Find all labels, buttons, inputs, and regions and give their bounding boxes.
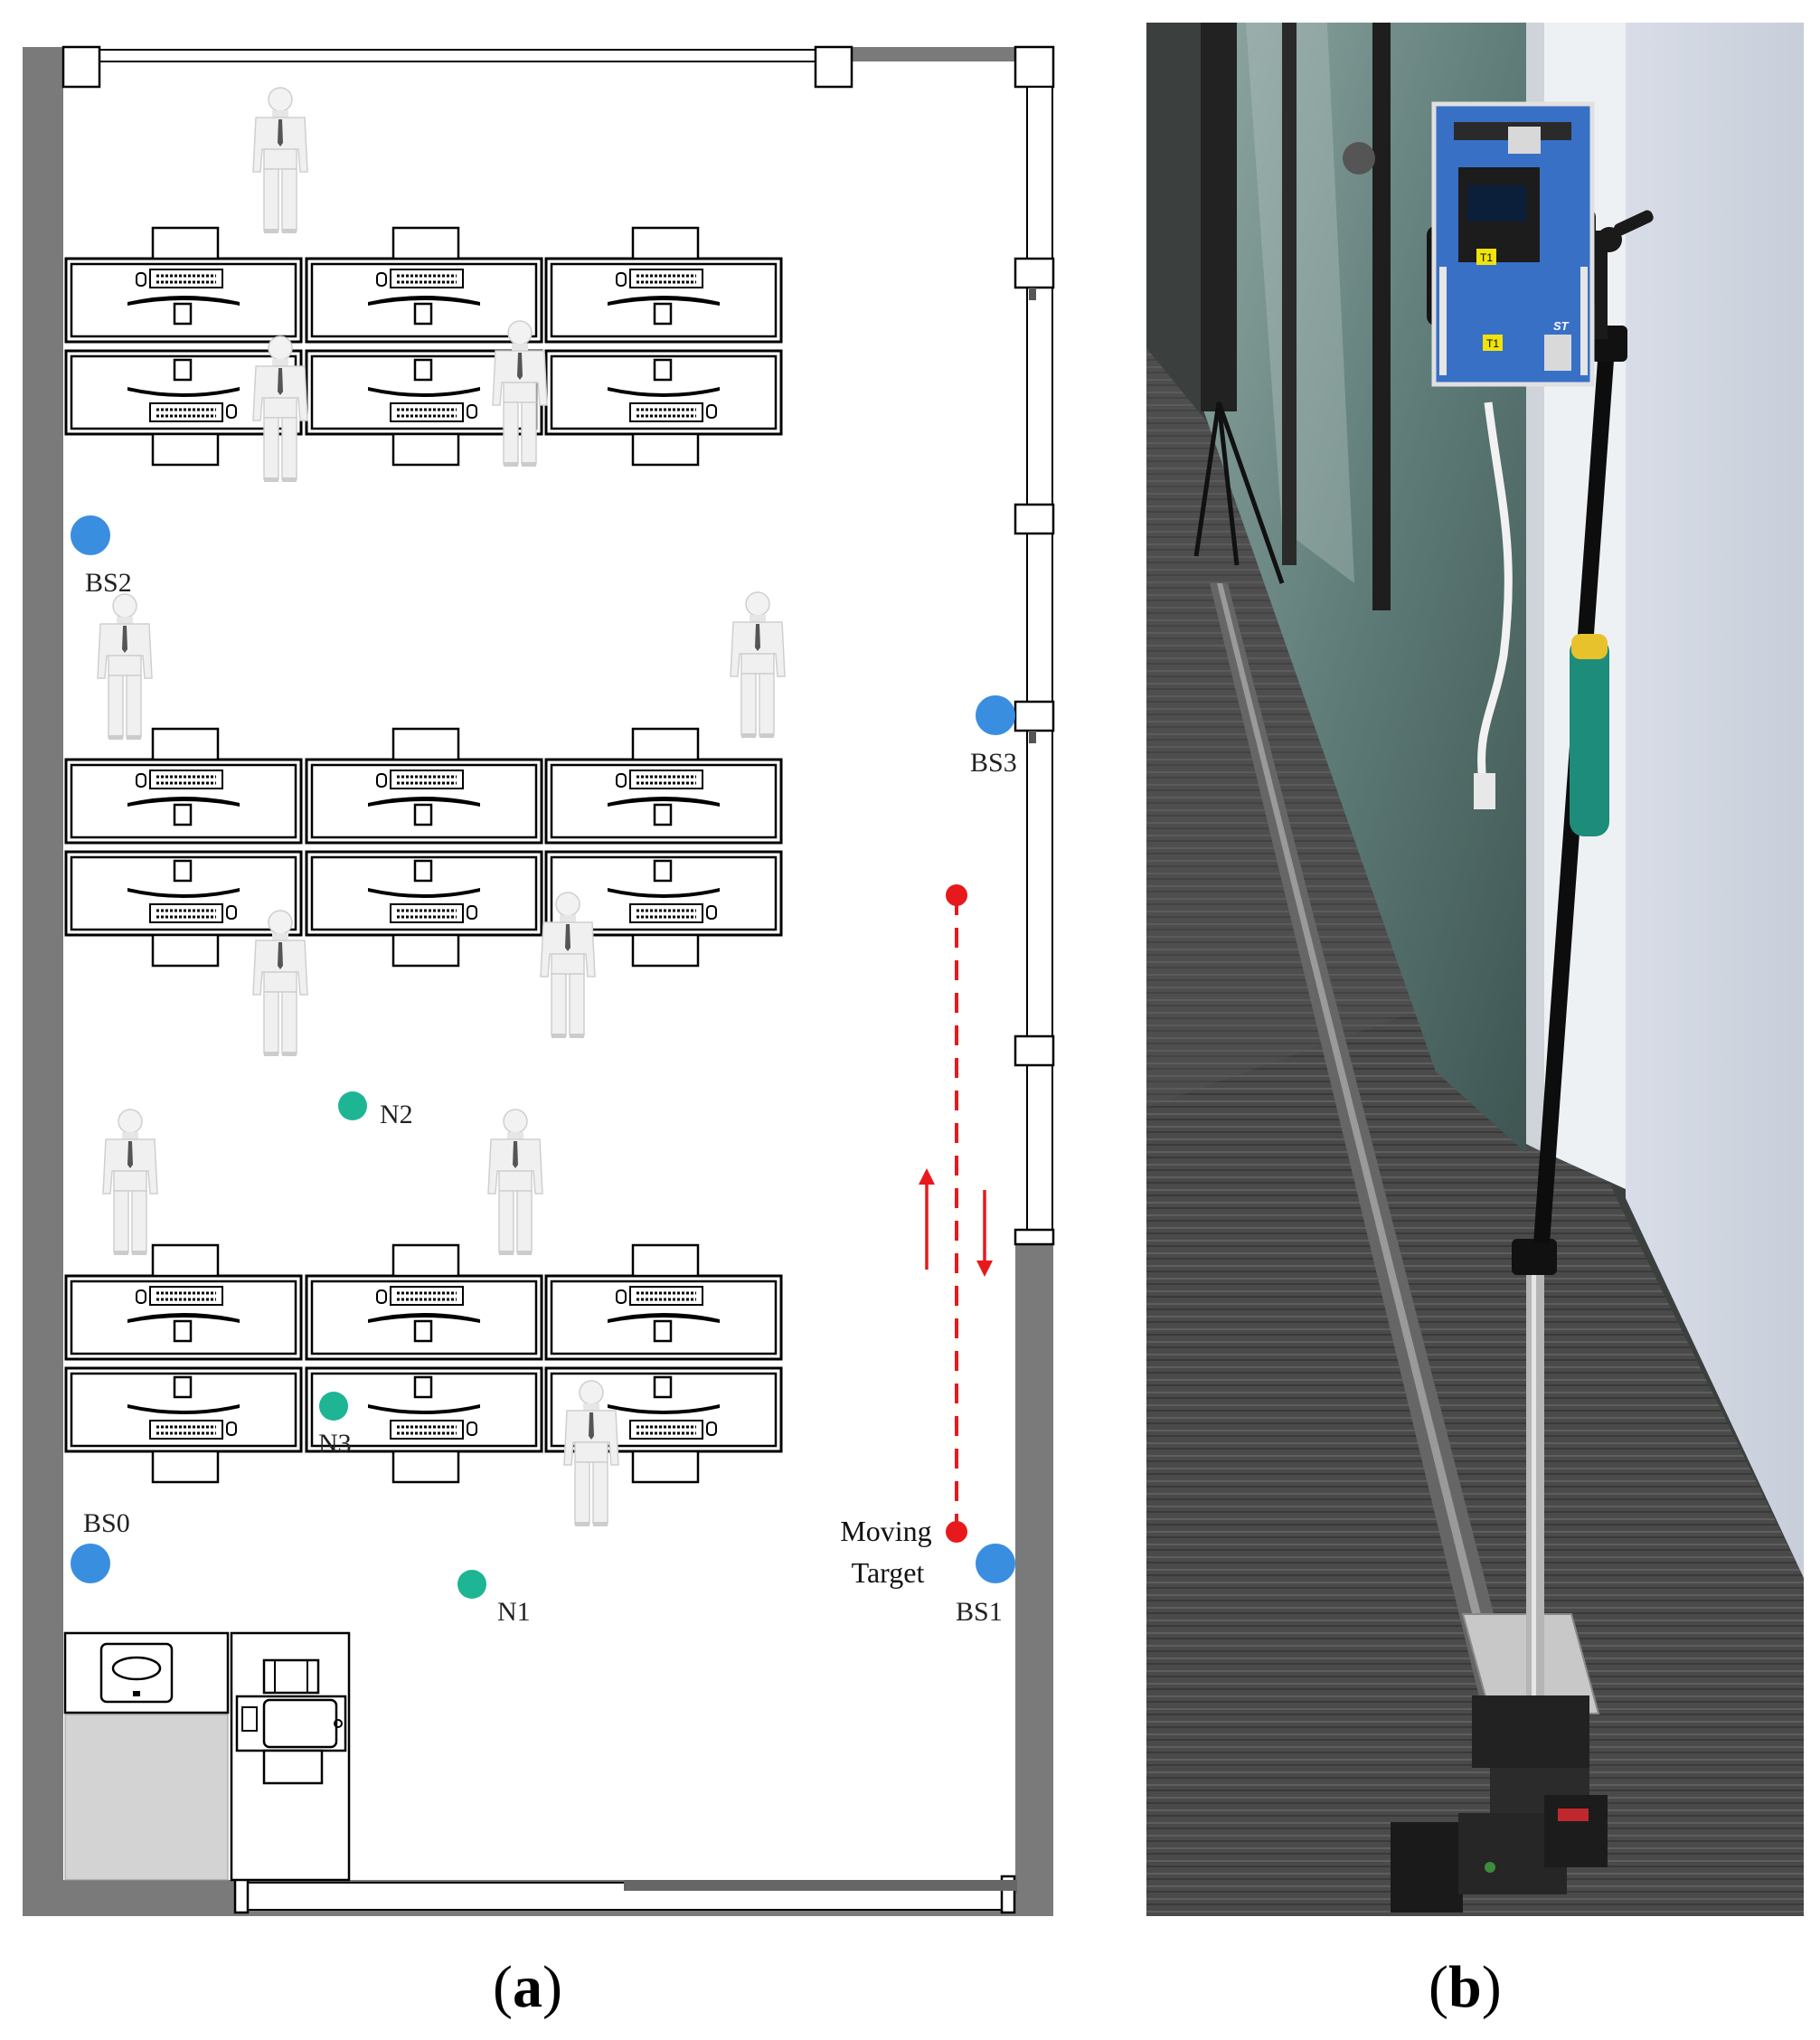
moving-target-path bbox=[919, 895, 993, 1534]
nodes: N2 N3 N1 bbox=[318, 1091, 531, 1627]
caption-panel-a-letter: a bbox=[512, 1954, 542, 2020]
caption-panel-b: (b) bbox=[1429, 1954, 1502, 2020]
right-wall bbox=[1626, 23, 1804, 1578]
moving-target-start-marker bbox=[946, 884, 967, 906]
carpet-floor bbox=[1146, 348, 1804, 1916]
board-label-t1-upper: T1 bbox=[1480, 251, 1493, 264]
floor-plan-diagram: Moving Target BS2 BS3 BS0 BS1 N2 N3 N1 bbox=[23, 45, 1055, 1916]
base-station-bs1-label: BS1 bbox=[956, 1597, 1003, 1627]
node-n3-label: N3 bbox=[318, 1429, 352, 1459]
moving-target-marker bbox=[946, 1521, 967, 1543]
battery-pack bbox=[1570, 638, 1609, 836]
base-station-bs2-marker bbox=[71, 515, 110, 555]
stepper-motor bbox=[1391, 1822, 1463, 1912]
base-station-bs2-label: BS2 bbox=[85, 568, 132, 598]
caption-panel-b-letter: b bbox=[1448, 1954, 1482, 2020]
node-n1-label: N1 bbox=[497, 1597, 531, 1627]
node-n2-label: N2 bbox=[380, 1100, 413, 1129]
board-label-st: ST bbox=[1553, 319, 1570, 333]
moving-target-label-line1: Moving bbox=[840, 1515, 931, 1547]
base-stations: BS2 BS3 BS0 BS1 bbox=[71, 515, 1017, 1627]
base-station-bs1-marker bbox=[976, 1544, 1015, 1583]
moving-target-label-line2: Target bbox=[852, 1556, 925, 1589]
node-n2-marker bbox=[338, 1091, 367, 1120]
experiment-photo: T1 T1 ST bbox=[1146, 23, 1804, 1916]
board-label-t1-lower: T1 bbox=[1486, 337, 1499, 350]
base-station-bs0-label: BS0 bbox=[83, 1508, 130, 1538]
base-station-bs0-marker bbox=[71, 1544, 110, 1583]
node-n1-marker bbox=[457, 1570, 486, 1599]
printer-station bbox=[230, 1631, 351, 1882]
caption-panel-a: (a) bbox=[493, 1954, 562, 2020]
base-station-bs3-label: BS3 bbox=[970, 748, 1017, 778]
sink-area bbox=[63, 1631, 230, 1881]
base-station-bs3-marker bbox=[976, 695, 1015, 735]
dev-board: T1 T1 ST bbox=[1431, 101, 1595, 387]
node-n3-marker bbox=[319, 1392, 348, 1421]
